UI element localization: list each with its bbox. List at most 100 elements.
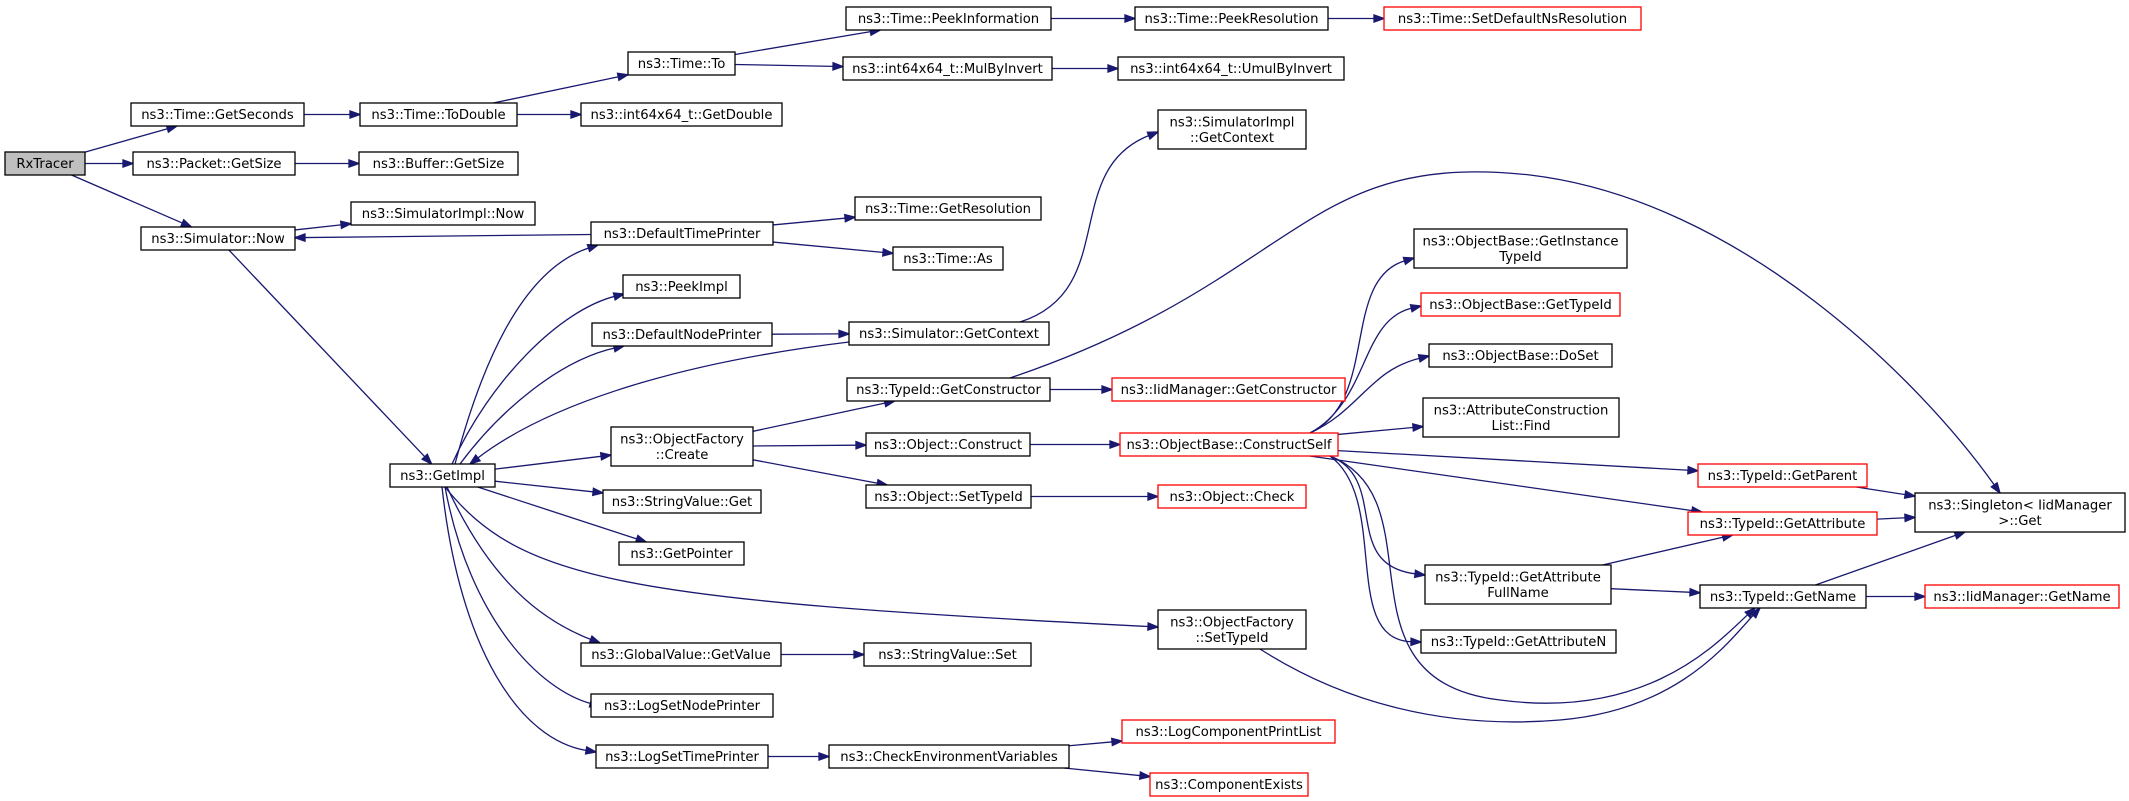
edge-line bbox=[752, 444, 858, 447]
node-box bbox=[132, 151, 296, 176]
node-box bbox=[350, 201, 536, 226]
edge-time_peekinformation-to-time_peekresolution bbox=[1051, 13, 1137, 24]
node-label: FullName bbox=[1487, 586, 1548, 601]
node-typeid-getattributen[interactable]: ns3::TypeId::GetAttributeN bbox=[1420, 629, 1617, 654]
node-time-setdefaultnsresolution[interactable]: ns3::Time::SetDefaultNsResolution bbox=[1383, 6, 1642, 31]
node-iidmanager-getconstructor[interactable]: ns3::IidManager::GetConstructor bbox=[1111, 377, 1346, 402]
node-time-to[interactable]: ns3::Time::To bbox=[627, 51, 736, 76]
node-buffer-getsize[interactable]: ns3::Buffer::GetSize bbox=[358, 151, 519, 176]
node-typeid-getname[interactable]: ns3::TypeId::GetName bbox=[1699, 584, 1867, 609]
edge-arrowhead bbox=[838, 329, 851, 339]
node-globalvalue-getvalue[interactable]: ns3::GlobalValue::GetValue bbox=[580, 642, 782, 667]
node-peekimpl[interactable]: ns3::PeekImpl bbox=[622, 274, 741, 299]
edge-arrowhead bbox=[1914, 591, 1927, 602]
node-label: ns3::CheckEnvironmentVariables bbox=[840, 750, 1058, 765]
edge-time_todouble-to-int64_getdouble bbox=[517, 109, 583, 120]
node-box bbox=[845, 6, 1052, 31]
node-label: ns3::Simulator::Now bbox=[151, 232, 285, 247]
node-time-todouble[interactable]: ns3::Time::ToDouble bbox=[359, 102, 518, 127]
edge-line bbox=[1876, 517, 1907, 520]
node-objectbase-gettypeid[interactable]: ns3::ObjectBase::GetTypeId bbox=[1420, 292, 1621, 317]
node-int64-getdouble[interactable]: ns3::int64x64_t::GetDouble bbox=[580, 102, 783, 127]
node-time-peekresolution[interactable]: ns3::Time::PeekResolution bbox=[1134, 6, 1329, 31]
node-object-check[interactable]: ns3::Object::Check bbox=[1157, 484, 1307, 509]
edge-typeid_getparent-to-singleton_get bbox=[1856, 486, 1917, 499]
node-iidmanager-getname[interactable]: ns3::IidManager::GetName bbox=[1924, 584, 2120, 609]
edge-simulator_getcontext-to-simimpl_getcontext bbox=[1019, 131, 1160, 323]
node-objfactory-create[interactable]: ns3::ObjectFactory::Create bbox=[610, 426, 754, 467]
edge-arrowhead bbox=[1409, 303, 1423, 313]
edge-arrowhead bbox=[339, 220, 353, 230]
node-stringvalue-set[interactable]: ns3::StringValue::Set bbox=[863, 642, 1032, 667]
edge-arrowhead bbox=[612, 292, 626, 301]
edge-line bbox=[1329, 455, 1749, 704]
edge-line bbox=[1068, 741, 1114, 747]
edge-line bbox=[459, 347, 616, 465]
edge-arrowhead bbox=[634, 534, 649, 543]
edge-line bbox=[752, 459, 879, 484]
node-getpointer[interactable]: ns3::GetPointer bbox=[618, 541, 745, 566]
node-logsettimeprinter[interactable]: ns3::LogSetTimePrinter bbox=[595, 744, 769, 769]
node-label: ns3::Time::PeekInformation bbox=[858, 12, 1039, 27]
node-singleton-get[interactable]: ns3::Singleton< IidManager>::Get bbox=[1914, 492, 2126, 533]
node-objectbase-constructself[interactable]: ns3::ObjectBase::ConstructSelf bbox=[1119, 432, 1339, 457]
node-label: ns3::GetPointer bbox=[630, 547, 733, 562]
node-label: ns3::IidManager::GetConstructor bbox=[1121, 383, 1337, 398]
node-box bbox=[1428, 343, 1613, 368]
edge-line bbox=[71, 174, 184, 225]
node-defaulttimeprinter[interactable]: ns3::DefaultTimePrinter bbox=[590, 221, 774, 246]
edge-int64_mulbyinvert-to-int64_umulbyinvert bbox=[1052, 63, 1120, 74]
node-objectbase-doset[interactable]: ns3::ObjectBase::DoSet bbox=[1428, 343, 1613, 368]
node-label: ns3::int64x64_t::MulByInvert bbox=[852, 62, 1043, 77]
node-typeid-getattribute[interactable]: ns3::TypeId::GetAttribute bbox=[1687, 511, 1878, 536]
node-label: ns3::Singleton< IidManager bbox=[1928, 498, 2112, 513]
node-defaultnodeprinter[interactable]: ns3::DefaultNodePrinter bbox=[591, 322, 773, 347]
edge-defaulttimeprinter-to-time_getresolution bbox=[772, 213, 857, 226]
edge-simulator_now-to-simimpl_now bbox=[294, 220, 353, 231]
node-logcomponentprintlist[interactable]: ns3::LogComponentPrintList bbox=[1121, 719, 1336, 744]
edge-arrowhead bbox=[179, 218, 194, 228]
node-typeid-getparent[interactable]: ns3::TypeId::GetParent bbox=[1697, 463, 1868, 488]
node-box bbox=[863, 642, 1032, 667]
node-label: ns3::SimulatorImpl::Now bbox=[362, 207, 525, 222]
edge-simulator_now-to-getimpl bbox=[228, 249, 433, 466]
node-logsetnodeprinter[interactable]: ns3::LogSetNodePrinter bbox=[590, 693, 774, 718]
node-int64-mulbyinvert[interactable]: ns3::int64x64_t::MulByInvert bbox=[842, 56, 1053, 81]
edge-line bbox=[476, 341, 850, 460]
node-typeid-getconstructor[interactable]: ns3::TypeId::GetConstructor bbox=[846, 377, 1051, 402]
node-label: ns3::TypeId::GetAttributeN bbox=[1431, 635, 1607, 650]
node-object-settypeid[interactable]: ns3::Object::SetTypeId bbox=[865, 484, 1032, 509]
node-time-getresolution[interactable]: ns3::Time::GetResolution bbox=[854, 196, 1042, 221]
node-label: RxTracer bbox=[16, 157, 74, 172]
node-time-getseconds[interactable]: ns3::Time::GetSeconds bbox=[130, 102, 305, 127]
node-objfactory-settypeid[interactable]: ns3::ObjectFactory::SetTypeId bbox=[1157, 609, 1307, 650]
node-object-construct[interactable]: ns3::Object::Construct bbox=[865, 432, 1031, 457]
node-simulator-getcontext[interactable]: ns3::Simulator::GetContext bbox=[848, 321, 1050, 346]
node-time-as[interactable]: ns3::Time::As bbox=[892, 246, 1004, 271]
node-label: ns3::TypeId::GetAttribute bbox=[1700, 517, 1866, 532]
edge-line bbox=[772, 217, 847, 226]
node-time-peekinformation[interactable]: ns3::Time::PeekInformation bbox=[845, 6, 1052, 31]
node-box bbox=[618, 541, 745, 566]
node-simulator-now[interactable]: ns3::Simulator::Now bbox=[140, 226, 296, 251]
node-int64-umulbyinvert[interactable]: ns3::int64x64_t::UmulByInvert bbox=[1117, 56, 1345, 81]
edge-getimpl-to-defaultnodeprinter bbox=[459, 343, 626, 465]
node-label: ns3::TypeId::GetConstructor bbox=[856, 383, 1041, 398]
edge-line bbox=[752, 402, 887, 432]
edge-time_todouble-to-time_to bbox=[493, 72, 630, 104]
node-simimpl-now[interactable]: ns3::SimulatorImpl::Now bbox=[350, 201, 536, 226]
node-simimpl-getcontext[interactable]: ns3::SimulatorImpl::GetContext bbox=[1157, 109, 1307, 150]
node-box bbox=[1687, 511, 1878, 536]
edge-typeid_getname-to-singleton_get bbox=[1815, 531, 1967, 586]
edge-typeid_getattribute-to-singleton_get bbox=[1876, 513, 1917, 523]
node-checkenvvars[interactable]: ns3::CheckEnvironmentVariables bbox=[828, 744, 1070, 769]
node-stringvalue-get[interactable]: ns3::StringValue::Get bbox=[602, 489, 762, 514]
node-packet-getsize[interactable]: ns3::Packet::GetSize bbox=[132, 151, 296, 176]
node-componentexists[interactable]: ns3::ComponentExists bbox=[1149, 772, 1309, 797]
node-getimpl[interactable]: ns3::GetImpl bbox=[389, 463, 496, 488]
